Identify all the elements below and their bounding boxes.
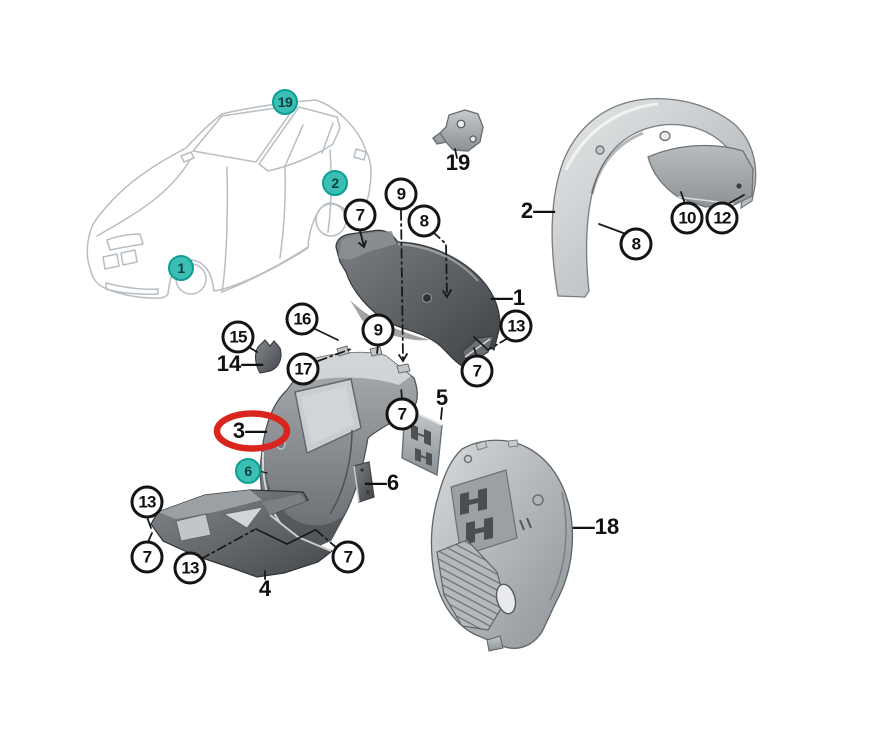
part-1-rear-housing-cover [335,229,501,367]
part-18-oval-opening [495,583,517,615]
part-4-mid-ridge [262,494,306,515]
car-grille-left [102,253,120,270]
leader-bottom-vee [255,528,316,546]
part-18-front-liner-rear-section [430,439,574,652]
leader-13-right-hook [473,336,489,351]
part-1-body [335,229,501,367]
part-3-window-inner [301,386,354,444]
part-18-dimple-1 [532,494,544,506]
part-1-tab-edge [464,338,491,358]
part-2-dimple-1 [659,130,671,142]
highlight-oval-part-3 [213,410,291,452]
part-2-inner-flap [647,144,754,208]
part-5-body [401,406,443,477]
part-6-plate [353,461,375,503]
part-18-dimple-2 [463,454,473,464]
part-19-bracket [432,109,484,152]
part-19-hole-2 [469,135,477,143]
car-door-seam-rear [279,166,286,259]
leader-7-left [147,532,153,543]
car-silhouette [86,99,372,299]
leader-9-long [400,210,404,361]
leader-7-mid [400,386,403,400]
car-hood-crease [96,159,191,237]
car-side-glass [258,106,341,172]
part-2-rear-arch-liner [551,98,757,298]
leader-17 [317,348,352,362]
part-2-flap-hole [736,183,742,189]
car-b-pillar-line [284,124,304,167]
leader-8-lower [598,223,627,235]
part-1-flange-facet [338,231,396,260]
car-door-seam-front [221,166,229,293]
part-18-hatch-ribs [436,539,506,631]
car-outline [86,99,372,299]
part-18-h-cutout-2 [466,517,493,544]
part-5-bracket [401,406,443,477]
part-19-hole-1 [456,119,466,129]
part-3-front-liner-front-section [259,345,418,562]
leader-7-top-arrow [358,240,367,249]
leader-8-top-arrow [442,289,452,299]
part-4-recess [175,513,212,542]
car-mirror [180,151,195,163]
part-6-edge [353,465,360,503]
car-grille-right [120,249,138,266]
part-4-tri-opening [222,506,265,529]
leader-13-bottom [200,529,255,560]
part-3-clip-3 [396,363,411,374]
part-3-clip-2 [369,346,383,357]
leader-16 [312,327,339,341]
part-1-dimple [421,292,433,304]
part-3-lower-shadow [263,455,344,545]
part-18-crease [549,491,567,601]
part-18-h-cutout-1 [460,488,487,515]
leader-7-top [359,230,365,247]
part-3-ridge [329,429,353,515]
part-2-dimple-2 [595,145,605,155]
part-4-top-facet [158,490,262,519]
car-bumper-intake [105,282,159,295]
part-4-tail-edge [269,514,332,552]
part-5-cutout-2 [415,448,432,466]
part-14-clip [254,339,282,374]
car-rocker-line [221,247,309,293]
part-19-body [432,109,484,152]
leader-9-long-arrow [398,353,408,363]
part-2-highlight [564,102,659,171]
part-18-tab-1 [475,440,488,451]
part-18-tab-2 [507,439,519,448]
part-6-body [353,461,375,503]
part-2-inner-shadow [590,131,644,195]
car-taillight [353,148,367,161]
leader-5 [440,407,443,420]
car-c-pillar-line [321,122,334,154]
car-front-wheel [175,263,207,295]
part-18-slot-marks [519,517,532,531]
part-18-foot [486,635,504,652]
part-6-hole-2 [366,490,370,494]
car-quarter-seam [327,149,332,233]
car-headlight [106,233,144,251]
part-2-band [551,98,757,298]
leader-13-left [146,516,152,529]
part-1-dome-highlight [397,242,479,282]
part-3-top-band [302,352,411,385]
leader-9-lower [376,344,379,354]
leader-15 [246,345,258,353]
part-6-hole-1 [360,468,364,472]
leader-19 [454,148,458,159]
